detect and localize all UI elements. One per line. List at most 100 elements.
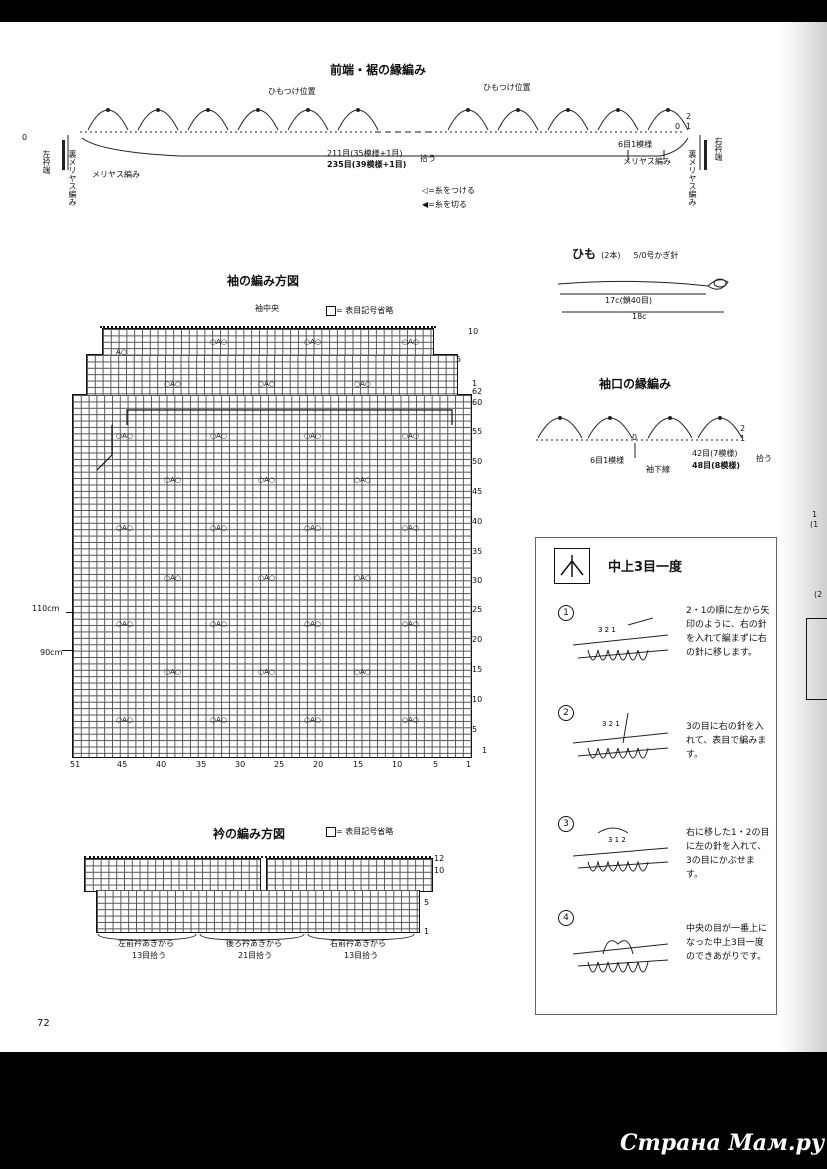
svg-text:○A○: ○A○	[258, 668, 275, 676]
svg-text:○A○: ○A○	[258, 574, 275, 582]
row-2-marker: 2	[686, 112, 692, 121]
length-90cm: 90cm	[40, 648, 63, 657]
svg-text:○A○: ○A○	[304, 432, 321, 440]
cuff-row-1: 1	[740, 434, 746, 443]
step-1-illustration: 3 2 1	[572, 617, 669, 661]
col-label: 15	[353, 760, 364, 769]
svg-text:○A○: ○A○	[164, 476, 181, 484]
svg-text:○A○: ○A○	[164, 574, 181, 582]
edge-crochet-diagram	[62, 108, 707, 170]
row-label: 50	[472, 457, 483, 466]
sleeve-center-label: 袖中央	[255, 304, 279, 313]
step-4-number: 4	[558, 910, 574, 926]
row-label: 10	[472, 695, 483, 704]
left-front-pickup-line1: 左前衿あきから	[118, 939, 174, 948]
cord-header: ひも (2本) 5/0号かぎ針	[572, 243, 678, 262]
right-reverse-stockinette-label: 裏メリヤス編み	[688, 150, 697, 206]
col-label: 45	[117, 760, 128, 769]
empty-square-icon	[326, 305, 336, 316]
step-2-illustration: 3 2 1	[572, 712, 669, 759]
step-3-text: 右に移した1・2の目に左の針を入れて、3の目にかぶせます。	[686, 828, 770, 880]
row-end-zero: 0	[675, 122, 681, 131]
step-2-number: 2	[558, 705, 574, 721]
page-gutter-shadow	[780, 22, 827, 1052]
right-collar-edge-label: 右衿端	[714, 137, 723, 161]
cuff-row-2: 2	[740, 424, 746, 433]
sleeve-legend: = 表目記号省略	[326, 305, 393, 316]
row-label: 20	[472, 635, 483, 644]
length-110cm: 110cm	[32, 604, 60, 613]
row-label: 5	[424, 898, 430, 907]
bottom-scan-border: Страна Мам.ру	[0, 1052, 827, 1169]
row-label: 10	[434, 866, 445, 875]
cord-total-length: 18c	[632, 312, 647, 321]
col-label: 1	[466, 760, 472, 769]
top-scan-border	[0, 0, 827, 22]
empty-square-icon	[326, 826, 336, 837]
collar-bindoff-edge	[84, 856, 431, 858]
cord-chain-count: 17c(鎖40目)	[605, 296, 652, 305]
row-1-marker: 1	[686, 122, 692, 131]
svg-text:○A○: ○A○	[164, 668, 181, 676]
right-front-pickup-line2: 13目拾う	[344, 951, 379, 960]
row-label: 5	[456, 355, 462, 364]
collar-row-labels: 12 10 5 1	[424, 852, 454, 942]
cuff-underarm-line: 袖下線	[646, 465, 670, 474]
svg-text:○A○: ○A○	[402, 338, 419, 346]
col-label: 30	[235, 760, 246, 769]
edge-fragment: (2	[814, 590, 823, 599]
collar-legend: = 表目記号省略	[326, 826, 393, 837]
left-front-pickup-line2: 13目拾う	[132, 951, 167, 960]
svg-text:○A○: ○A○	[304, 524, 321, 532]
cord-hook-size: 5/0号かぎ針	[633, 251, 679, 260]
pickup-211: 211目(35模様+1目)	[327, 149, 403, 158]
svg-text:○A○: ○A○	[402, 716, 419, 724]
svg-text:○A○: ○A○	[116, 524, 133, 532]
cuff-edge-title: 袖口の縁編み	[599, 377, 672, 391]
step-2-text: 3の目に右の針を入れて、表目で編みます。	[686, 722, 767, 760]
row-label: 62	[472, 387, 483, 396]
svg-text:○A○: ○A○	[304, 338, 321, 346]
tie-position-left: ひもつけ位置	[268, 87, 316, 96]
step-4-text: 中央の目が一番上になった中上3目一度のできあがりです。	[686, 924, 768, 962]
col-label: 5	[433, 760, 439, 769]
svg-text:○A○: ○A○	[210, 716, 227, 724]
cuff-pickup-word: 拾う	[756, 454, 772, 463]
cuff-pickup-48: 48目(8模様)	[692, 461, 741, 470]
svg-text:○A○: ○A○	[116, 620, 133, 628]
col-label: 20	[313, 760, 324, 769]
svg-text:3 2 1: 3 2 1	[602, 720, 620, 728]
sleeve-cap-grid-mid	[86, 354, 458, 395]
edge-fragment: 1	[812, 510, 818, 519]
sleeve-chart-title: 袖の編み方図	[227, 274, 300, 288]
sleeve-cap-grid-top	[102, 328, 434, 355]
cuff-pickup-42: 42目(7模様)	[692, 449, 738, 458]
svg-text:○A○: ○A○	[402, 432, 419, 440]
back-pickup-line1: 後ろ衿あきから	[226, 939, 282, 948]
svg-text:○A○: ○A○	[116, 432, 133, 440]
step-3-number: 3	[558, 816, 574, 832]
sleeve-bindoff-edge	[100, 326, 436, 330]
technique-box: 中上3目一度 1 3 2 1 2・1の順に左から矢印のように、右の針を入れて編ま…	[535, 537, 777, 1015]
svg-text:○A○: ○A○	[354, 574, 371, 582]
svg-text:○A○: ○A○	[258, 380, 275, 388]
right-front-pickup-line1: 右前衿あきから	[330, 939, 386, 948]
legend-attach-yarn: ◁=糸をつける	[422, 186, 475, 195]
svg-text:○A○: ○A○	[304, 716, 321, 724]
svg-text:○A○: ○A○	[164, 380, 181, 388]
row-label: 10	[468, 327, 479, 336]
back-pickup-line2: 21目拾う	[238, 951, 273, 960]
row-label: 15	[472, 665, 483, 674]
collar-chart-title: 衿の編み方図	[213, 827, 286, 841]
col-label: 10	[392, 760, 403, 769]
technique-title: 中上3目一度	[608, 560, 683, 575]
row-label: 30	[472, 576, 483, 585]
step-1-text: 2・1の順に左から矢印のように、右の針を入れて編まずに右の針に移します。	[686, 606, 770, 658]
legend-cut-yarn: ◀=糸を切る	[422, 200, 467, 209]
row-label: 5	[472, 725, 478, 734]
svg-text:○A○: ○A○	[354, 476, 371, 484]
row-label: 1	[472, 379, 478, 388]
stockinette-left-label: メリヤス編み	[92, 170, 140, 179]
cord-count: (2本)	[601, 251, 621, 260]
stockinette-right-label: メリヤス編み	[623, 157, 671, 166]
